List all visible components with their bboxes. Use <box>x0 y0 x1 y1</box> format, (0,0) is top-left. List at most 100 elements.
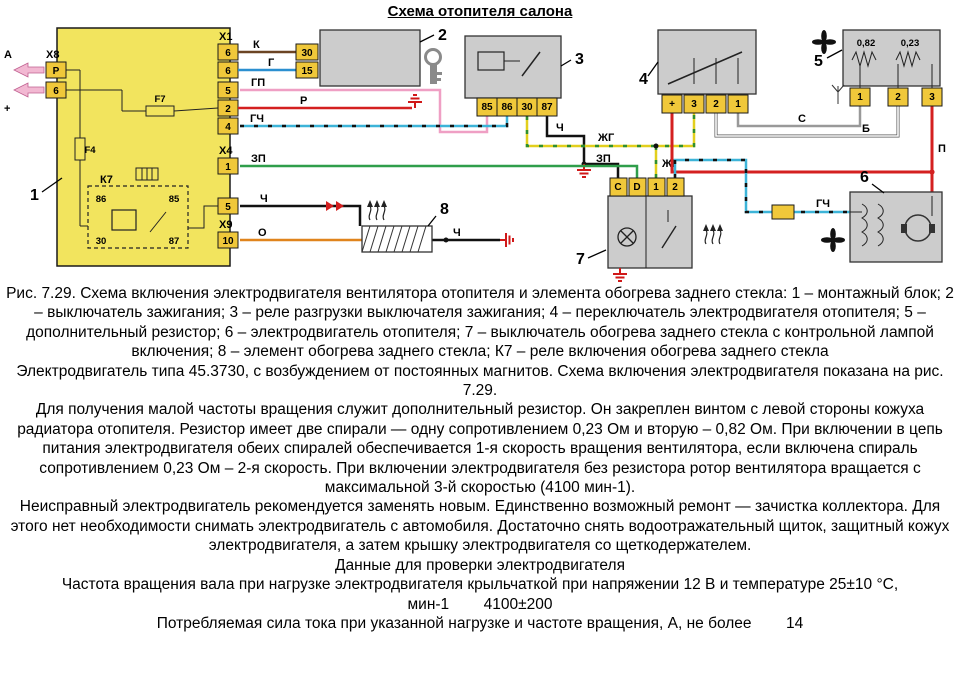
callout-5: 5 <box>814 53 823 70</box>
pin-label: 87 <box>541 102 553 113</box>
blower-switch: + 3 2 1 4 <box>639 29 757 114</box>
montage-block: F4 F7 К7 86 85 30 87 Х8 Р 6 <box>4 27 239 267</box>
connector-x8-label: Х8 <box>46 49 59 61</box>
pin-label: 85 <box>481 102 493 113</box>
connector-icon <box>326 201 334 211</box>
pin-label: 3 <box>929 92 935 103</box>
k7-pin: 30 <box>96 236 107 247</box>
pin-label: 10 <box>222 236 234 247</box>
label-plus: + <box>4 103 10 115</box>
spec-speed-label: Частота вращения вала при нагрузке элект… <box>61 576 899 594</box>
connector-x9-label: Х9 <box>219 219 232 231</box>
unloading-relay: 85 86 30 87 3 <box>464 35 584 117</box>
pin-label: C <box>614 182 621 193</box>
pin-label: 15 <box>301 66 313 77</box>
pin-label: + <box>669 99 675 110</box>
blower-motor: 6 <box>821 169 943 263</box>
pin-label: 1 <box>857 92 863 103</box>
wire-label-g: Г <box>268 57 275 69</box>
wire-label-s: С <box>798 113 806 125</box>
inline-connector <box>771 204 795 220</box>
wire-label-r: Р <box>300 95 307 107</box>
callout-7: 7 <box>576 251 585 268</box>
callout-6: 6 <box>860 169 869 186</box>
wire-label-ch: Ч <box>453 227 461 239</box>
k7-pin: 86 <box>96 194 107 205</box>
wire-label-k: К <box>253 39 260 51</box>
wiring-diagram: F4 F7 К7 86 85 30 87 Х8 Р 6 <box>4 27 946 282</box>
pin-label: 30 <box>521 102 533 113</box>
pin-label: 4 <box>225 122 231 133</box>
fan-icon <box>812 30 836 54</box>
wire-label-zhg: ЖГ <box>597 132 615 144</box>
wire-label-gch: ГЧ <box>250 113 264 125</box>
resistance-value: 0,23 <box>901 38 920 49</box>
pin-label: Р <box>53 66 60 77</box>
relay-k7-label: К7 <box>100 174 113 186</box>
paragraph-motor-type: Электродвигатель типа 45.3730, с возбужд… <box>16 362 944 400</box>
defroster-icon <box>366 199 388 221</box>
page-title: Схема отопителя салона <box>387 3 573 20</box>
pin-label: D <box>633 182 640 193</box>
pin-label: 6 <box>225 48 231 59</box>
pin-label: 6 <box>225 66 231 77</box>
connector-x4-label: Х4 <box>219 145 233 157</box>
ignition-switch: 30 15 2 <box>295 27 447 87</box>
antenna-icon <box>831 84 845 104</box>
paragraph-resistor: Для получения малой частоты вращения слу… <box>17 401 943 497</box>
callout-8: 8 <box>440 201 449 218</box>
pin-label: 5 <box>225 202 231 213</box>
pin-label: 3 <box>691 99 697 110</box>
fuse-f7-label: F7 <box>154 94 165 105</box>
wire-label-ch: Ч <box>260 193 268 205</box>
defroster-icon <box>702 223 724 245</box>
k7-pin: 85 <box>169 194 180 205</box>
wires: К Г ГП Р ГЧ Ч ЖГ ЖГ ЗП ЗП <box>238 39 946 248</box>
figure-text: Рис. 7.29. Схема включения электродвигат… <box>0 284 960 633</box>
callout-4: 4 <box>639 71 648 88</box>
pin-label: 6 <box>53 86 59 97</box>
wire-label-o: О <box>258 227 267 239</box>
pin <box>45 61 67 79</box>
pin-label: 2 <box>225 104 231 115</box>
fuse-f4-label: F4 <box>84 145 96 156</box>
wire-label-b: Б <box>862 123 870 135</box>
callout-3: 3 <box>575 51 584 68</box>
pin-label: 2 <box>672 182 678 193</box>
figure-caption: Рис. 7.29. Схема включения электродвигат… <box>6 285 954 361</box>
relay-k7: К7 86 85 30 87 <box>87 167 189 249</box>
key-icon <box>424 48 442 84</box>
pin-label: 1 <box>225 162 231 173</box>
pin-label: 2 <box>713 99 719 110</box>
pin-label: 86 <box>501 102 513 113</box>
pin-label: 30 <box>301 48 313 59</box>
section-heading: Данные для проверки электродвигателя <box>335 556 625 574</box>
spec-current: Потребляемая сила тока при указанной наг… <box>156 614 804 632</box>
pin <box>45 81 67 99</box>
indicator-lamp-icon <box>617 227 637 247</box>
k7-pin: 87 <box>169 236 180 247</box>
pin-label: 1 <box>653 182 659 193</box>
wire-label-p: П <box>938 143 946 155</box>
pin-label: 5 <box>225 86 231 97</box>
spec-speed-value: мин-1 4100±200 <box>407 595 553 613</box>
wire-label-gch: ГЧ <box>816 198 830 210</box>
arrow-left-icon <box>13 82 45 98</box>
rear-window-heating-element: 8 <box>361 199 449 253</box>
rear-window-heater-switch: C D 1 2 7 <box>576 177 724 282</box>
wire-label-ch: Ч <box>556 122 564 134</box>
wire-label-zp: ЗП <box>596 153 611 165</box>
fan-icon <box>821 228 845 252</box>
resistance-value: 0,82 <box>857 38 876 49</box>
connector-icon <box>336 201 344 211</box>
callout-1: 1 <box>30 187 39 204</box>
wire-label-gp: ГП <box>251 77 265 89</box>
arrow-left-icon <box>13 62 45 78</box>
additional-resistor: 0,82 0,23 1 2 3 5 <box>812 29 943 107</box>
wire-label-zp: ЗП <box>251 153 266 165</box>
paragraph-repair: Неисправный электродвигатель рекомендует… <box>10 498 950 555</box>
connector-x1-label: Х1 <box>219 31 232 43</box>
pin-label: 1 <box>735 99 741 110</box>
callout-2: 2 <box>438 27 447 44</box>
